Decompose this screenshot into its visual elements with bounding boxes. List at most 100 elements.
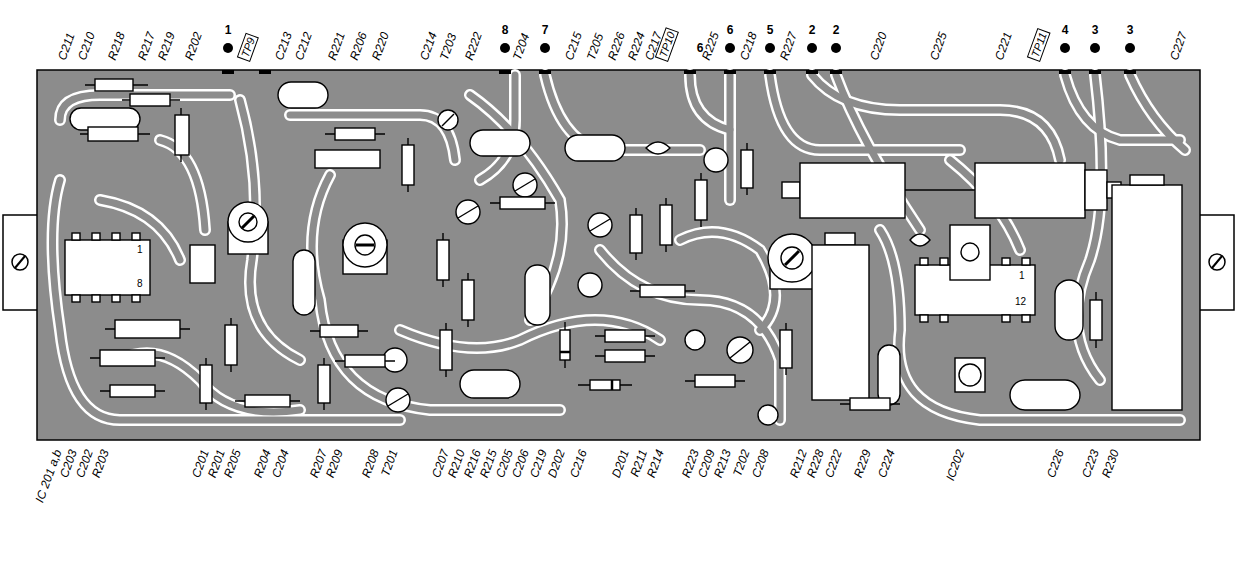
pcb-drawing: [110, 385, 155, 397]
part-label: R221: [326, 31, 348, 62]
pcb-drawing: [764, 70, 776, 74]
pcb-drawing: [335, 128, 375, 140]
pcb-drawing: [515, 179, 535, 191]
part-label: C223: [1080, 448, 1102, 479]
pcb-drawing: [1090, 43, 1100, 53]
terminal-number: 4: [1062, 24, 1069, 37]
pcb-drawing: [920, 315, 928, 322]
pcb-drawing: [830, 70, 842, 74]
pcb-drawing: [315, 150, 380, 168]
pcb-drawing: [438, 110, 458, 130]
pcb-drawing: [831, 43, 841, 53]
pcb-drawing: [356, 244, 374, 247]
part-label: T205: [585, 32, 607, 62]
terminal-number: 8: [502, 24, 509, 37]
pcb-drawing: [630, 215, 642, 253]
pcb-drawing: [1022, 315, 1030, 322]
pcb-drawing: [590, 219, 610, 231]
pcb-drawing: [560, 330, 570, 360]
pcb-drawing: [525, 265, 550, 325]
part-label: C226: [1045, 448, 1067, 479]
pcb-drawing: [741, 150, 753, 188]
pcb-drawing: [1002, 315, 1010, 322]
pcb-drawing: [695, 375, 735, 387]
pcb-drawing: [850, 398, 890, 410]
pcb-drawing: [442, 114, 454, 126]
pcb-drawing: [560, 351, 570, 354]
pcb-drawing: [130, 94, 170, 106]
part-label: C224: [876, 448, 898, 479]
part-label: R230: [1100, 448, 1122, 479]
pcb-drawing: [950, 225, 990, 280]
part-label: C208: [750, 448, 772, 479]
pcb-drawing: [228, 202, 268, 242]
pcb-drawing: [92, 233, 100, 240]
pcb-drawing: [458, 206, 478, 218]
part-label: R226: [606, 31, 628, 62]
pcb-drawing: [640, 285, 685, 297]
pcb-drawing: [955, 358, 985, 392]
pcb-drawing: [588, 213, 612, 237]
pcb-drawing: [259, 70, 271, 74]
pcb-drawing: [605, 330, 645, 342]
pcb-drawing: [500, 197, 545, 209]
pin-number: 1: [136, 244, 144, 255]
pcb-drawing: [53, 75, 1186, 420]
part-label: R229: [852, 448, 874, 479]
pcb-drawing: [100, 350, 155, 366]
pcb-drawing: [975, 163, 1085, 218]
pcb-drawing: [175, 115, 189, 155]
pcb-drawing: [386, 388, 410, 412]
pcb-drawing: [513, 173, 537, 197]
pcb-drawing: [72, 233, 80, 240]
pcb-drawing: [37, 70, 1200, 440]
pin-number: 1: [1018, 270, 1026, 281]
part-label: C210: [76, 31, 98, 62]
pcb-drawing: [800, 163, 905, 218]
pcb-drawing: [685, 330, 705, 350]
pcb-drawing: [1055, 280, 1083, 340]
pcb-drawing: [293, 250, 315, 315]
pcb-drawing: [1125, 43, 1135, 53]
pcb-drawing: [765, 43, 775, 53]
pcb-drawing: [112, 295, 120, 302]
pcb-drawing: [590, 380, 620, 390]
pcb-drawing: [245, 395, 290, 407]
pcb-drawing: [878, 345, 900, 405]
pcb-drawing: [388, 394, 408, 406]
terminal-number: 2: [833, 24, 840, 37]
pcb-drawing: [72, 295, 80, 302]
pcb-drawing: [725, 43, 735, 53]
pcb-drawing: [959, 364, 981, 386]
part-label: C211: [56, 31, 78, 62]
part-label: R208: [360, 448, 382, 479]
pcb-drawing: [1002, 258, 1010, 265]
pcb-drawing: [1089, 70, 1101, 74]
pcb-drawing: [318, 365, 330, 403]
part-label: IC202: [944, 448, 967, 483]
part-label: R218: [106, 31, 128, 62]
pcb-drawing: [539, 70, 551, 74]
pcb-drawing: [611, 380, 614, 390]
pcb-drawing: [440, 330, 452, 370]
pcb-drawing: [1022, 258, 1030, 265]
pcb-drawing: [940, 258, 948, 265]
part-label: T204: [511, 32, 533, 62]
pcb-drawing: [462, 280, 474, 320]
pcb-drawing: [12, 254, 28, 270]
pcb-drawing: [780, 330, 792, 368]
pcb-drawing: [785, 251, 799, 265]
pcb-drawing: [781, 247, 803, 269]
terminal-number: 7: [542, 24, 549, 37]
pcb-drawing: [1209, 254, 1225, 270]
part-label: IC 201 a,b: [33, 448, 64, 504]
part-label: C215: [563, 31, 585, 62]
pcb-drawing: [132, 295, 140, 302]
part-label: R219: [156, 31, 178, 62]
pcb-drawing: [1198, 215, 1234, 310]
terminal-number: 6: [727, 24, 734, 37]
pcb-drawing: [115, 320, 180, 338]
pcb-drawing: [1059, 70, 1071, 74]
test-point-label: TP11: [1029, 31, 1049, 59]
pcb-drawing: [905, 189, 975, 190]
